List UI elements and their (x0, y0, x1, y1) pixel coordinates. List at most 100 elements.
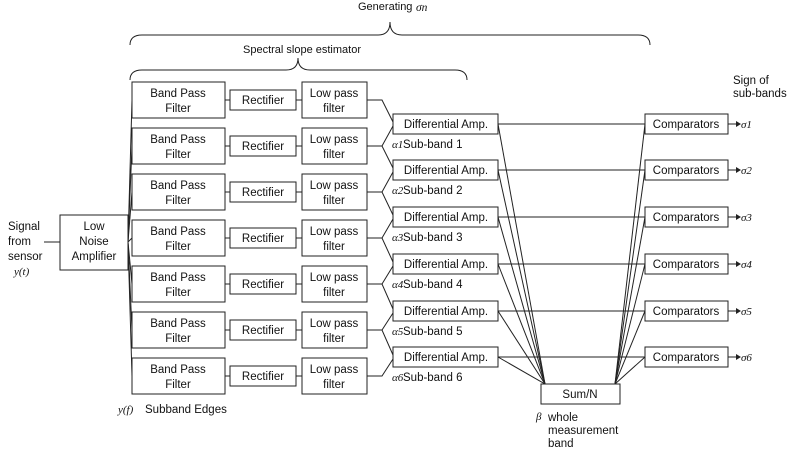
band-pass-filter-line2: Filter (165, 379, 191, 391)
amplifier-line3: Amplifier (72, 251, 117, 263)
band-pass-filter-line2: Filter (165, 333, 191, 345)
sigma-output: σ4 (741, 259, 752, 271)
fanout-wire (127, 145, 133, 243)
band-pass-filter-line1: Band Pass (150, 134, 206, 146)
low-pass-filter-line2: filter (323, 241, 345, 253)
band-pass-filter-line2: Filter (165, 241, 191, 253)
alpha-symbol: α6 (392, 372, 404, 384)
diff-sum-wire (497, 356, 546, 385)
band-pass-filter-line2: Filter (165, 149, 191, 161)
sum-comparator-wire (614, 216, 646, 385)
whole-line2: measurement (548, 425, 619, 437)
alpha-symbol: α2 (392, 185, 404, 197)
alpha-symbol: α3 (392, 232, 404, 244)
sum-comparator-wire (614, 356, 646, 385)
sigma-output: σ2 (741, 165, 752, 177)
subband-label: Sub-band 3 (403, 232, 462, 244)
low-pass-filter-box (301, 357, 368, 395)
band-pass-filter-line1: Band Pass (150, 180, 206, 192)
low-pass-filter-line2: filter (323, 287, 345, 299)
lpf-diff-wire (367, 145, 394, 169)
generating-brace (129, 21, 651, 46)
sigma-output: σ6 (741, 352, 752, 364)
low-pass-filter-line2: filter (323, 103, 345, 115)
comparator-label: Comparators (653, 165, 720, 177)
amplifier-line2: Noise (79, 236, 108, 248)
rectifier-label: Rectifier (242, 95, 284, 107)
differential-amp-label: Differential Amp. (404, 306, 488, 318)
amplifier-fanout (127, 99, 133, 377)
lpf-diff-wire (367, 237, 394, 263)
lpf-diff-wire (367, 312, 394, 331)
band-pass-filter-box (131, 265, 226, 303)
band-pass-filter-line1: Band Pass (150, 364, 206, 376)
low-pass-filter-box (301, 219, 368, 257)
estimator-brace (129, 57, 468, 81)
comparator-label: Comparators (653, 119, 720, 131)
low-pass-filter-line1: Low pass (310, 226, 359, 238)
low-pass-filter-line2: filter (323, 379, 345, 391)
band-pass-filter-line1: Band Pass (150, 88, 206, 100)
low-pass-filter-box (301, 81, 368, 119)
diff-sum-wire (497, 216, 546, 385)
rectifier-label: Rectifier (242, 371, 284, 383)
band-pass-filter-line1: Band Pass (150, 226, 206, 238)
differential-amp-label: Differential Amp. (404, 165, 488, 177)
alpha-symbol: α1 (392, 139, 403, 151)
band-pass-filter-line2: Filter (165, 195, 191, 207)
lpf-diff-wire (367, 358, 394, 377)
edges-symbol: y(f) (117, 404, 134, 416)
subband-label: Sub-band 4 (403, 279, 463, 291)
differential-amp-label: Differential Amp. (404, 212, 488, 224)
band-pass-filter-box (131, 173, 226, 211)
rectifier-label: Rectifier (242, 141, 284, 153)
alpha-symbol: α4 (392, 279, 404, 291)
sigma-output: σ3 (741, 212, 752, 224)
generating-label: Generating (358, 1, 412, 13)
band-pass-filter-box (131, 357, 226, 395)
fanout-wire (127, 191, 133, 243)
beta-symbol: β (535, 411, 542, 423)
sigma-output: σ5 (741, 306, 752, 318)
low-pass-filter-line1: Low pass (310, 134, 359, 146)
differential-amp-label: Differential Amp. (404, 352, 488, 364)
rectifier-label: Rectifier (242, 233, 284, 245)
diff-sum-wire (497, 310, 546, 385)
sum-wires (497, 123, 646, 385)
generating-symbol: σn (416, 2, 428, 14)
low-pass-filter-line1: Low pass (310, 364, 359, 376)
lpf-diff-wire (367, 283, 394, 310)
diff-sum-wire (497, 123, 546, 385)
sign-label-line1: Sign of (733, 75, 770, 87)
lpf-diff-wire (367, 99, 394, 123)
signal-label-line1: Signal (8, 221, 40, 233)
subband-label: Sub-band 1 (403, 139, 462, 151)
subband-label: Sub-band 2 (403, 185, 462, 197)
band-pass-filter-line2: Filter (165, 287, 191, 299)
low-pass-filter-line1: Low pass (310, 88, 359, 100)
sum-comparator-wire (614, 263, 646, 385)
low-pass-filter-box (301, 265, 368, 303)
signal-label-line2: from (8, 236, 31, 248)
output-arrow-icon (736, 308, 741, 314)
alpha-symbol: α5 (392, 326, 404, 338)
rectifier-label: Rectifier (242, 325, 284, 337)
output-arrow-icon (736, 121, 741, 127)
sum-comparator-wire (614, 169, 646, 385)
lpf-diff-wire (367, 191, 394, 216)
low-pass-filter-line2: filter (323, 149, 345, 161)
comparator-label: Comparators (653, 259, 720, 271)
differential-amp-label: Differential Amp. (404, 259, 488, 271)
low-pass-filter-line1: Low pass (310, 180, 359, 192)
band-pass-filter-box (131, 81, 226, 119)
